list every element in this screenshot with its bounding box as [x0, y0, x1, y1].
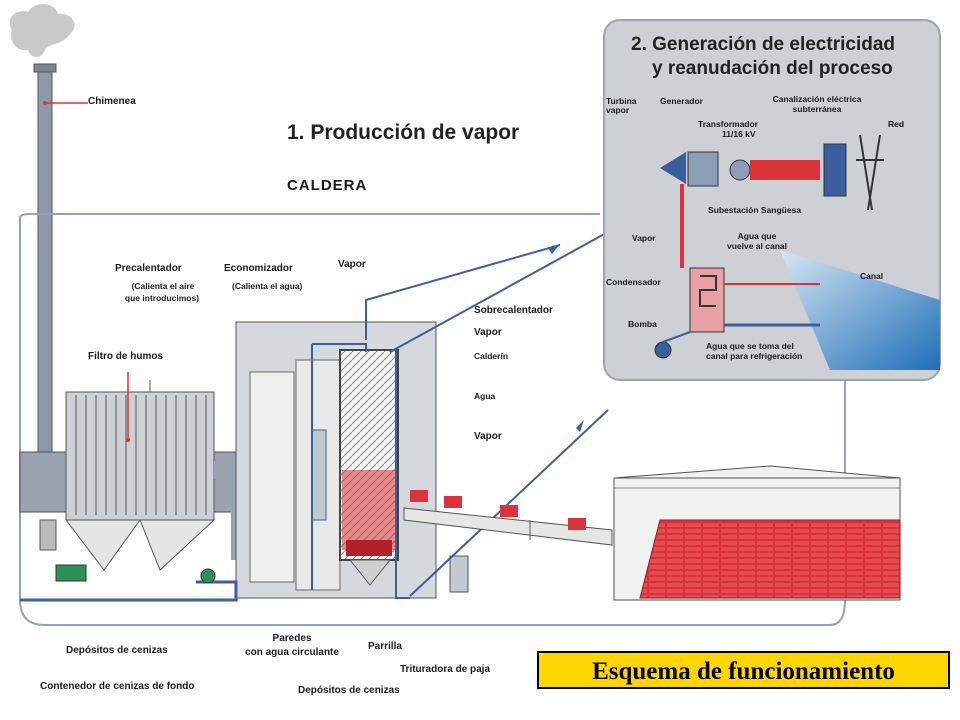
- label-paredes-1: Paredes: [272, 633, 312, 644]
- boiler-house: [235, 321, 469, 599]
- label-precalentador-note-2: que introducimos): [124, 293, 200, 303]
- section2-title-2: y reanudación del proceso: [652, 58, 893, 79]
- label-precalentador-note-1: (Calienta el aire: [131, 281, 195, 291]
- label-filtro: Filtro de humos: [88, 351, 163, 362]
- bale-warehouse: [613, 465, 901, 601]
- steam-lines: [311, 231, 609, 599]
- label-transformador-1: Transformador: [698, 119, 758, 129]
- label-agua-vuelve-1: Agua que: [737, 231, 777, 241]
- label-vapor-low: Vapor: [474, 431, 502, 442]
- label-trituradora: Trituradora de paja: [400, 664, 491, 675]
- label-canalizacion-1: Canalización eléctrica: [772, 94, 862, 104]
- straw-conveyor: [403, 490, 613, 546]
- label-agua: Agua: [474, 391, 496, 401]
- label-agua-toma-2: canal para refrigeración: [706, 351, 803, 361]
- label-sobrecalentador: Sobrecalentador: [474, 305, 553, 316]
- label-condensador: Condensador: [606, 277, 661, 287]
- section2-title-1: 2. Generación de electricidad: [631, 34, 895, 55]
- panel-2: [603, 19, 941, 381]
- label-economizador-note: (Calienta el agua): [232, 281, 303, 291]
- label-subestacion: Subestación Sangüesa: [708, 205, 802, 215]
- caption-text: Esquema de funcionamiento: [592, 658, 895, 685]
- label-turbina-1: Turbina: [606, 96, 637, 106]
- label-parrilla: Parrilla: [368, 641, 402, 652]
- label-agua-vuelve-2: vuelve al canal: [726, 241, 787, 251]
- label-red: Red: [888, 119, 905, 129]
- label-vapor-mid: Vapor: [474, 327, 502, 338]
- caldera-label: CALDERA: [287, 177, 368, 194]
- label-vapor-top: Vapor: [338, 259, 366, 270]
- flue-gas-filter: [19, 372, 251, 582]
- label-turbina-2: vapor: [606, 105, 630, 115]
- label-canalizacion-2: subterránea: [792, 104, 842, 114]
- label-economizador: Economizador: [224, 263, 293, 274]
- section1-title: 1. Producción de vapor: [287, 121, 520, 144]
- label-paredes-2: con agua circulante: [245, 647, 339, 658]
- label-generador: Generador: [660, 96, 703, 106]
- label-chimenea: Chimenea: [88, 96, 136, 107]
- caption-box: Esquema de funcionamiento: [537, 651, 950, 689]
- label-transformador-2: 11/16 kV: [722, 129, 756, 139]
- label-agua-toma-1: Agua que se toma del: [706, 341, 794, 351]
- label-depositos-2: Depósitos de cenizas: [298, 685, 400, 696]
- label-vapor-panel: Vapor: [632, 233, 656, 243]
- label-depositos-1: Depósitos de cenizas: [66, 645, 168, 656]
- label-precalentador: Precalentador: [115, 263, 182, 274]
- plant-outline: [19, 213, 846, 626]
- label-canal: Canal: [860, 271, 884, 281]
- label-contenedor: Contenedor de cenizas de fondo: [40, 681, 195, 692]
- label-bomba: Bomba: [628, 319, 657, 329]
- smoke-plume: [9, 3, 75, 58]
- label-calderin: Calderín: [474, 351, 509, 361]
